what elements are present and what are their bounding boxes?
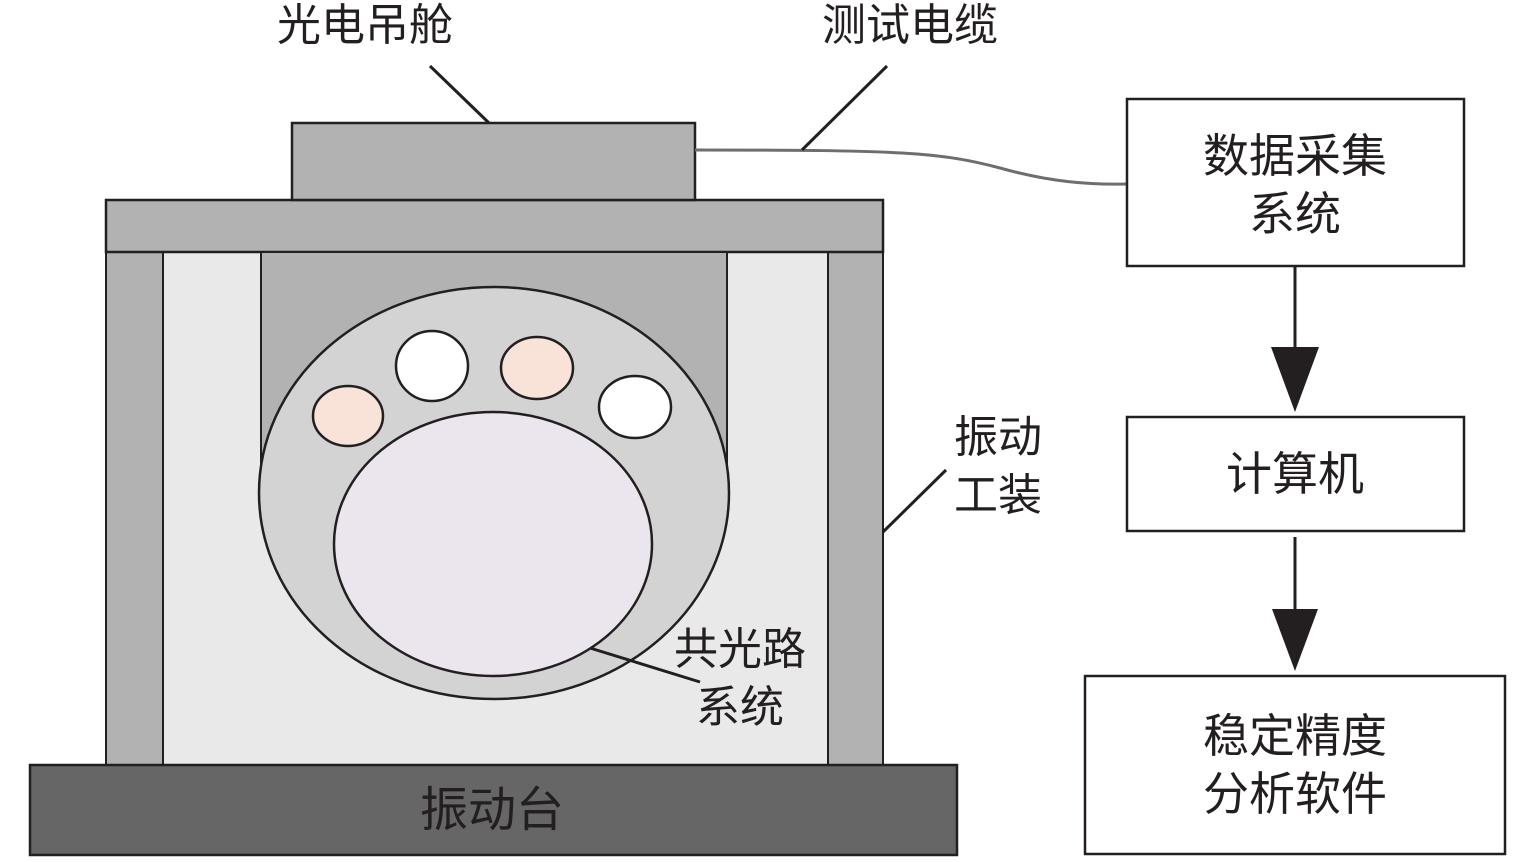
arrow-computer-to-software (1272, 537, 1318, 671)
leader-optical-path (589, 646, 701, 684)
optical-path-label-line2: 系统 (696, 682, 784, 733)
stability-software-frame (1083, 674, 1507, 856)
data-acquisition-box: 数据采集 系统 (1125, 97, 1466, 268)
optical-path-label-line1: 共光路 (674, 624, 806, 675)
arrow-1-head (1271, 347, 1319, 412)
photoelectric-gimbal (257, 121, 731, 701)
test-cable (694, 148, 1128, 186)
arrow-daq-to-computer (1271, 266, 1319, 412)
fixture-right-post (827, 251, 884, 766)
fixture-label-line2: 工装 (954, 470, 1042, 521)
arrow-2-head (1272, 609, 1318, 671)
stability-software-box: 稳定精度 分析软件 (1083, 674, 1507, 856)
leader-cable (800, 64, 889, 152)
main-aperture-lens (332, 410, 654, 678)
small-lens-1 (311, 384, 385, 448)
data-acquisition-label-line1: 数据采集 (1203, 129, 1387, 183)
small-lens-3 (499, 335, 575, 401)
gimbal-label: 光电吊舱 (277, 0, 453, 51)
leader-fixture (881, 468, 948, 534)
computer-frame (1125, 415, 1466, 533)
stability-software-label-line1: 稳定精度 (1203, 709, 1387, 763)
small-lens-2 (394, 329, 470, 403)
cable-label: 测试电缆 (822, 0, 998, 51)
stability-software-label-line2: 分析软件 (1203, 767, 1387, 821)
fixture-label-line1: 振动 (954, 412, 1042, 463)
data-acquisition-label-line2: 系统 (1249, 187, 1341, 241)
vibration-table-label: 振动台 (420, 782, 564, 838)
fixture-left-post (105, 251, 164, 766)
computer-box: 计算机 (1125, 415, 1466, 533)
computer-label: 计算机 (1226, 447, 1364, 501)
fixture-top-plate (104, 198, 885, 254)
small-lens-4 (597, 374, 673, 440)
leader-gimbal (428, 64, 491, 125)
gimbal-mount-block (290, 121, 697, 202)
vibration-table-base (28, 763, 959, 857)
vibration-table: 振动台 (28, 763, 959, 857)
data-acquisition-frame (1125, 97, 1466, 268)
